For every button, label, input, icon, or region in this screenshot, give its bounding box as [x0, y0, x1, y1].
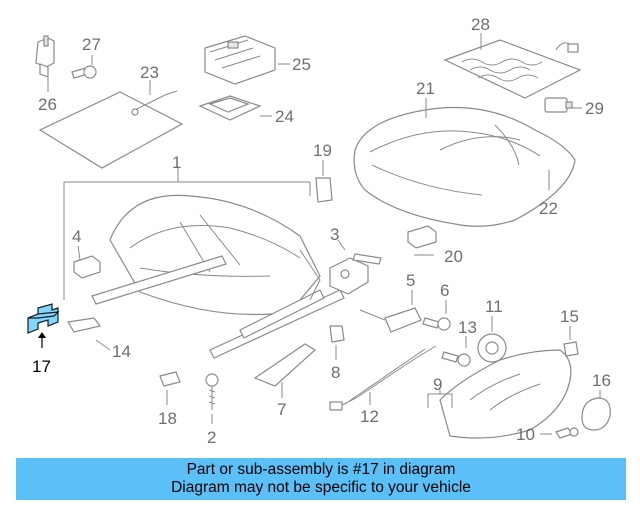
- callout-14: 14: [112, 342, 131, 361]
- callout-10: 10: [516, 425, 535, 444]
- part-26-bracket: [35, 35, 55, 78]
- callout-2: 2: [207, 428, 216, 447]
- callout-11: 11: [485, 297, 503, 316]
- part-9-side-shield: [439, 349, 572, 439]
- part-20-cover: [407, 225, 437, 249]
- callout-23: 23: [140, 63, 159, 82]
- callout-18: 18: [158, 409, 177, 428]
- banner-line-2: Diagram may not be specific to your vehi…: [171, 479, 471, 496]
- callout-21: 21: [416, 79, 435, 98]
- callout-25: 25: [292, 55, 311, 74]
- part-8-clip: [329, 325, 345, 343]
- info-banner: Part or sub-assembly is #17 in diagram D…: [16, 458, 626, 500]
- part-29-connector: [544, 97, 573, 113]
- part-2-bolt: [205, 373, 219, 410]
- callout-1: 1: [172, 153, 181, 172]
- callout-4: 4: [72, 227, 81, 246]
- callout-15: 15: [560, 307, 579, 326]
- part-16-knob: [581, 397, 611, 431]
- part-21-cushion: [353, 106, 576, 227]
- callout-13: 13: [458, 318, 477, 337]
- part-4-bracket: [73, 255, 101, 279]
- callout-24: 24: [275, 107, 294, 126]
- callout-22: 22: [539, 199, 558, 218]
- callout-7: 7: [277, 400, 286, 419]
- part-6-bolt: [422, 317, 451, 331]
- callout-5: 5: [406, 271, 415, 290]
- part-28-heater-mat: [443, 39, 582, 99]
- callout-3: 3: [330, 225, 339, 244]
- part-13-bolt: [441, 351, 471, 367]
- part-17-highlighted[interactable]: [27, 303, 60, 334]
- part-19-clip: [315, 177, 333, 203]
- part-27-bolt: [71, 65, 97, 79]
- part-5-bracket: [359, 307, 422, 333]
- callout-26: 26: [38, 95, 57, 114]
- part-25-module: [204, 35, 276, 85]
- part-7-side-cover: [253, 343, 317, 387]
- banner-line-1: Part or sub-assembly is #17 in diagram: [186, 461, 456, 478]
- part-15-clip: [563, 341, 579, 357]
- parts-diagram: 1 2 3 4 5 6 7 8 9 10 11 12 13 14 15 16 1…: [27, 15, 611, 447]
- part-1-seat-frame: [91, 194, 345, 359]
- part-12-harness: [329, 345, 437, 411]
- part-10-screw: [555, 427, 579, 439]
- callout-6: 6: [440, 281, 449, 300]
- part-18-clip: [159, 371, 181, 387]
- callout-9: 9: [433, 375, 442, 394]
- callout-8: 8: [331, 363, 340, 382]
- callout-27: 27: [82, 35, 101, 54]
- callout-19: 19: [313, 141, 332, 160]
- part-3-recliner: [329, 253, 382, 295]
- part-24-bracket: [198, 95, 262, 121]
- callout-17: 17: [32, 357, 51, 376]
- callout-29: 29: [585, 99, 604, 118]
- callout-12: 12: [360, 407, 379, 426]
- part-11-cover: [477, 333, 507, 363]
- callout-28: 28: [471, 15, 490, 34]
- callout-20: 20: [444, 247, 463, 266]
- callout-16: 16: [592, 371, 611, 390]
- part-14-trim: [67, 317, 102, 333]
